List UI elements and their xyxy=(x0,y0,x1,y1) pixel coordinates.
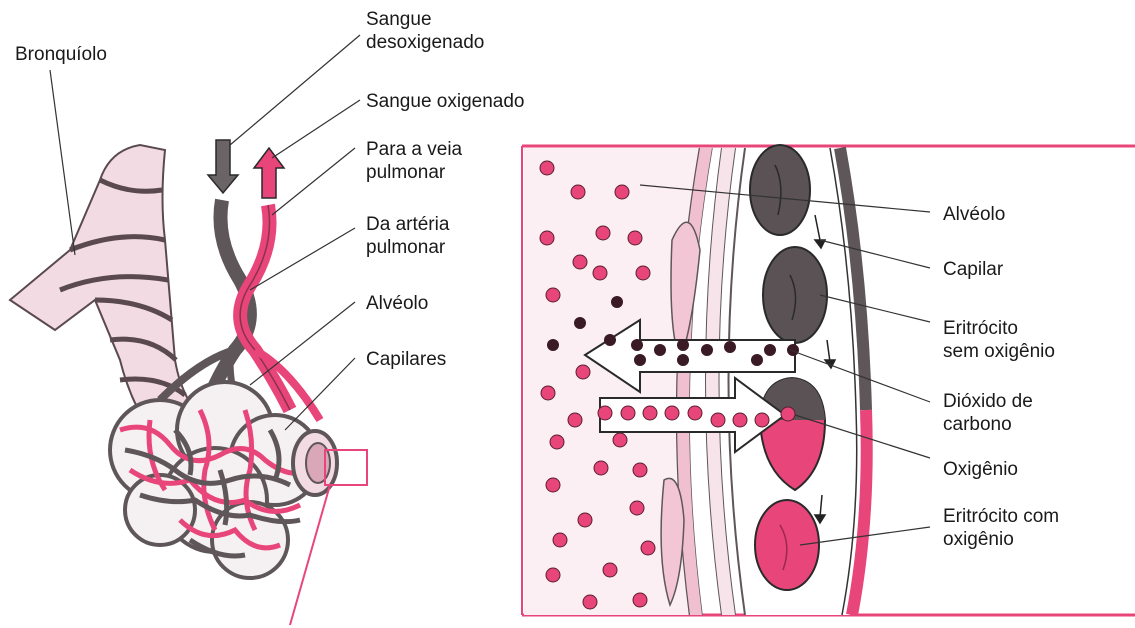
label-eritrocito-sem-oxigenio-line1: Eritrócito xyxy=(943,317,1055,340)
label-eritrocito-com-oxigenio: Eritrócito com oxigênio xyxy=(943,505,1059,551)
label-alveolo-right: Alvéolo xyxy=(943,203,1005,226)
label-da-arteria-pulmonar-line2: pulmonar xyxy=(366,236,449,259)
label-eritrocito-sem-oxigenio: Eritrócito sem oxigênio xyxy=(943,317,1055,363)
label-alveolo-left: Alvéolo xyxy=(366,292,428,315)
oxygenated-arrow xyxy=(254,148,284,198)
label-para-veia-pulmonar-line2: pulmonar xyxy=(366,161,462,184)
label-eritrocito-sem-oxigenio-line2: sem oxigênio xyxy=(943,340,1055,363)
label-eritrocito-com-oxigenio-line2: oxigênio xyxy=(943,528,1059,551)
flow-arrows xyxy=(208,140,284,198)
label-dioxido-de-carbono-line1: Dióxido de xyxy=(943,390,1033,413)
label-sangue-oxigenado: Sangue oxigenado xyxy=(366,90,524,113)
label-sangue-desoxigenado-line2: desoxigenado xyxy=(366,31,484,54)
label-dioxido-de-carbono-line2: carbono xyxy=(943,413,1033,436)
label-da-arteria-pulmonar: Da artéria pulmonar xyxy=(366,213,449,259)
label-eritrocito-com-oxigenio-line1: Eritrócito com xyxy=(943,505,1059,528)
label-capilar: Capilar xyxy=(943,258,1003,281)
label-oxigenio: Oxigênio xyxy=(943,458,1018,481)
label-sangue-desoxigenado-line1: Sangue xyxy=(366,8,484,31)
label-para-veia-pulmonar-line1: Para a veia xyxy=(366,138,462,161)
label-capilares: Capilares xyxy=(366,348,446,371)
label-dioxido-de-carbono: Dióxido de carbono xyxy=(943,390,1033,436)
label-bronquiolo: Bronquíolo xyxy=(15,43,107,66)
label-sangue-desoxigenado: Sangue desoxigenado xyxy=(366,8,484,54)
deoxygenated-arrow xyxy=(208,140,238,193)
bronchiole-illustration xyxy=(10,145,195,430)
label-para-veia-pulmonar: Para a veia pulmonar xyxy=(366,138,462,184)
rbc-deoxy-1 xyxy=(750,145,810,235)
label-da-arteria-pulmonar-line1: Da artéria xyxy=(366,213,449,236)
